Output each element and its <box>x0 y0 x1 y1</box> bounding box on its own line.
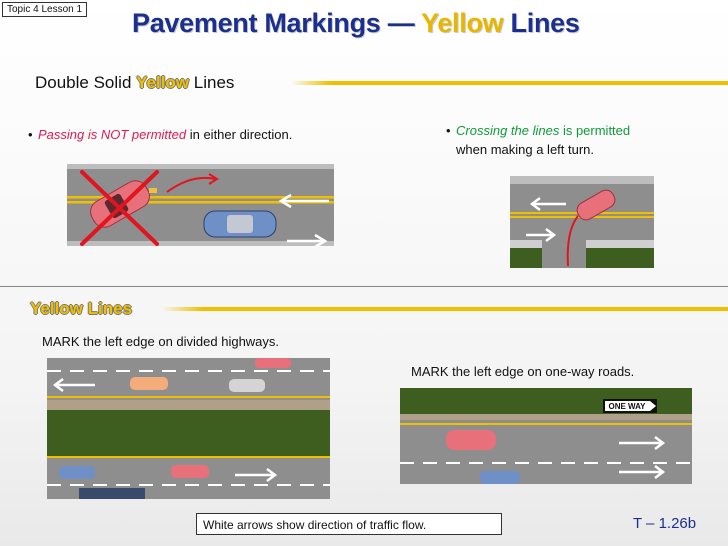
yellow-edge-line <box>400 423 692 425</box>
red-car-icon <box>576 189 616 221</box>
caption-divided-highways: MARK the left edge on divided highways. <box>42 334 280 349</box>
yellow-lines-heading: Yellow Lines <box>30 299 132 319</box>
title-text-1: Pavement Markings — <box>132 8 422 38</box>
yellow-lines-heading-text: Yellow Lines <box>30 299 133 318</box>
slide-title: Pavement Markings — Yellow Lines <box>132 8 580 39</box>
yellow-line-2 <box>67 201 334 204</box>
topic-label: Topic 4 Lesson 1 <box>2 2 88 17</box>
bullet-left-turn-line2: when making a left turn. <box>456 142 595 157</box>
yellow-edge-line <box>47 456 330 458</box>
bullet-left-turn-rest: is permitted <box>559 123 631 138</box>
white-arrow-left-icon <box>278 193 329 209</box>
traffic-flow-note: White arrows show direction of traffic f… <box>196 513 502 535</box>
white-arrow-right-icon <box>619 465 666 479</box>
heading-yellow-word: Yellow <box>136 73 190 92</box>
yellow-line-1 <box>67 196 334 199</box>
white-arrow-left-icon <box>529 197 566 211</box>
heading-text-2: Lines <box>189 73 235 92</box>
swerve-arrow-icon <box>166 176 216 193</box>
section-rule-top <box>290 81 728 85</box>
left-turn-illustration <box>510 176 654 268</box>
bullet-dot: • <box>446 123 451 138</box>
white-arrow-right-icon <box>619 436 666 450</box>
white-arrow-left-icon <box>52 378 95 392</box>
divided-highway-illustration <box>47 358 330 499</box>
one-way-sign-text: ONE WAY <box>608 402 646 411</box>
bullet-dot: • <box>28 127 33 142</box>
blue-car-icon <box>203 210 277 238</box>
section-divider <box>0 286 728 287</box>
title-yellow-word: Yellow <box>421 8 504 38</box>
bullet-no-passing-emphasis: Passing is NOT permitted <box>38 127 187 142</box>
caption-one-way-roads: MARK the left edge on one-way roads. <box>411 364 635 379</box>
double-solid-heading: Double Solid Yellow Lines <box>35 73 234 93</box>
white-arrow-right-icon <box>235 468 278 482</box>
slide-number: T – 1.26b <box>633 515 697 532</box>
turn-arrow-icon <box>566 215 579 267</box>
bullet-left-turn-emphasis: Crossing the lines <box>456 123 560 138</box>
heading-text-1: Double Solid <box>35 73 137 92</box>
yellow-edge-line <box>47 396 330 398</box>
no-passing-illustration <box>67 164 334 246</box>
title-text-2: Lines <box>503 8 580 38</box>
bullet-no-passing-rest: in either direction. <box>186 127 293 142</box>
bullet-left-turn: • Crossing the lines is permitted when mak… <box>446 121 630 159</box>
one-way-road-illustration: ONE WAY <box>400 388 692 484</box>
white-arrow-right-icon <box>287 233 328 246</box>
section-rule-bottom <box>162 307 728 311</box>
grass-median <box>47 410 330 456</box>
bullet-no-passing: • Passing is NOT permitted in either dire… <box>28 125 292 144</box>
one-way-sign-icon: ONE WAY <box>603 399 657 413</box>
white-arrow-right-icon <box>526 228 557 242</box>
no-entry-x-icon <box>80 170 159 246</box>
